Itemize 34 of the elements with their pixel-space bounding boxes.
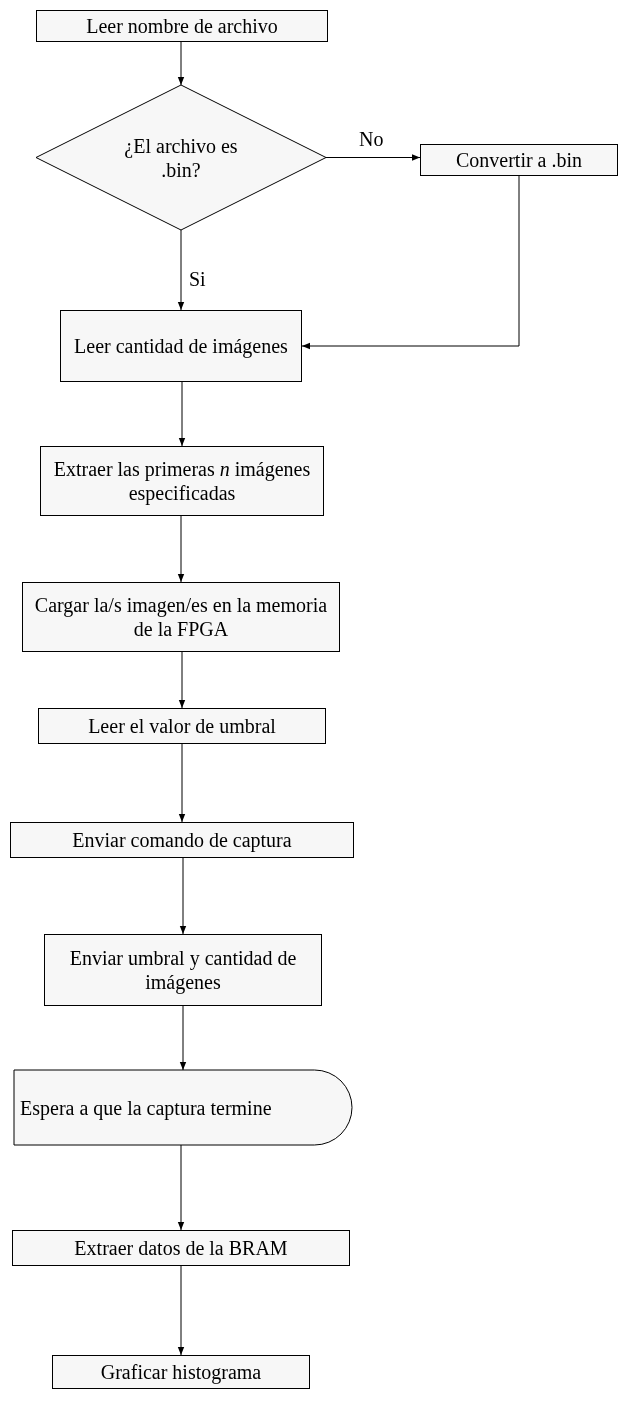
arrow [178, 381, 186, 447]
process-box [40, 446, 324, 516]
arrow [177, 1144, 185, 1231]
arrow [179, 1005, 187, 1071]
arrow [177, 515, 185, 583]
process-box [12, 1230, 350, 1266]
arrow [177, 229, 185, 311]
process-box [420, 144, 618, 176]
process-box [10, 822, 354, 858]
node-text: Leer cantidad de imágenes [73, 334, 289, 358]
process-box [60, 310, 302, 382]
process-box [22, 582, 340, 652]
arrow [177, 41, 185, 86]
arrow [301, 175, 520, 350]
arrow [178, 743, 186, 823]
node-text: Leer nombre de archivo [85, 14, 279, 38]
process-box [52, 1355, 310, 1389]
node-text: Espera a que la captura termine [20, 1095, 272, 1120]
node-text: Graficar histograma [99, 1360, 263, 1384]
node-text: Cargar la/s imagen/es en la memoria de la FPGA [33, 593, 329, 641]
process-box [36, 10, 328, 42]
arrow [177, 1265, 185, 1356]
arrow [178, 651, 186, 709]
node-text: Extraer datos de la BRAM [73, 1236, 289, 1260]
node-text: Extraer las primeras n imágenes especificadas [52, 457, 312, 505]
node-text: ¿El archivo es .bin? [123, 133, 239, 182]
process-box [38, 708, 326, 744]
node-text: Convertir a .bin [454, 148, 584, 172]
arrow [179, 857, 187, 935]
node-text: Enviar umbral y cantidad de imágenes [68, 946, 298, 994]
process-box [44, 934, 322, 1006]
node-text: Enviar comando de captura [71, 828, 293, 852]
arrow [325, 154, 421, 161]
node-text: Leer el valor de umbral [87, 714, 277, 738]
